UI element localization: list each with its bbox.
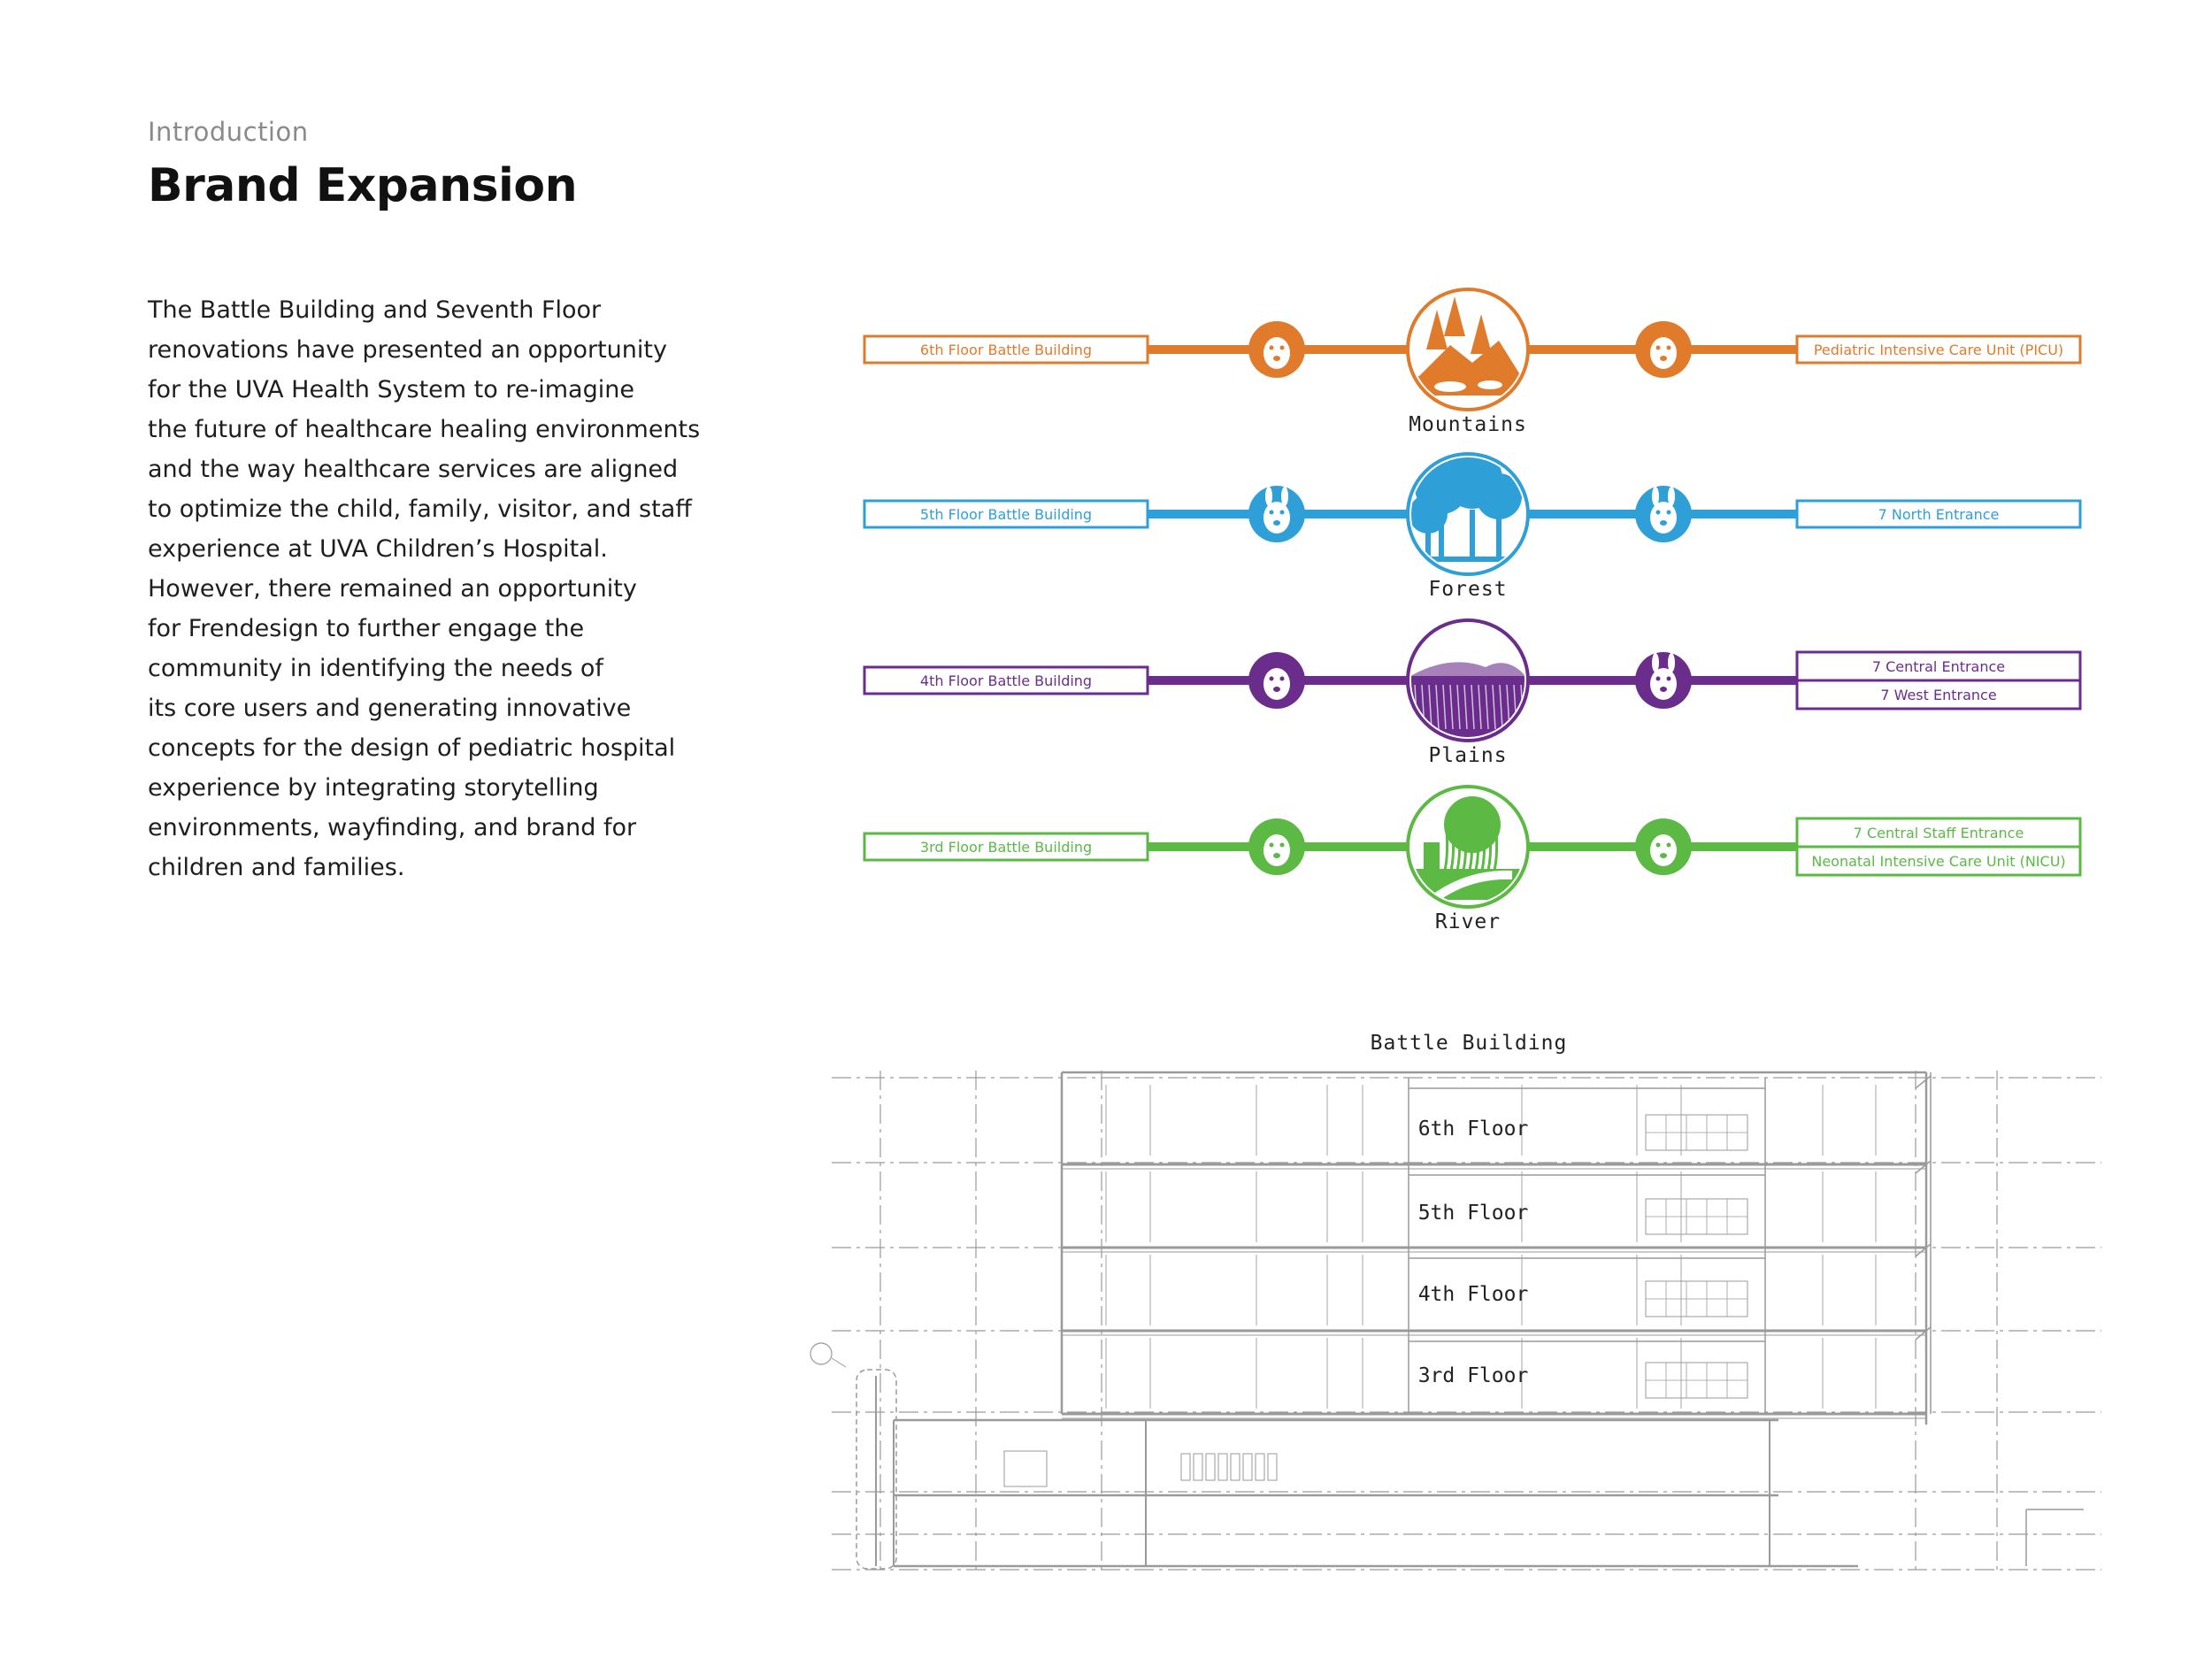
fox-icon [1635, 486, 1692, 542]
theme-row-mountains: 6th Floor Battle Building Pediatric Inten… [863, 288, 2082, 436]
intro-line: However, there remained an opportunity [148, 575, 637, 603]
destination-label: Pediatric Intensive Care Unit (PICU) [1814, 342, 2063, 358]
bird-icon [1248, 652, 1305, 709]
floor-label-6th: 6th Floor [1418, 1118, 1529, 1141]
floor-label: 3rd Floor Battle Building [920, 839, 1092, 856]
forest-landscape-icon [1406, 452, 1530, 576]
intro-line: for Frendesign to further engage the [148, 615, 585, 642]
section-title: Battle Building [1371, 1032, 1568, 1055]
intro-line: The Battle Building and Seventh Floor [148, 296, 602, 324]
section-eyebrow: Introduction [148, 117, 309, 147]
mountain-landscape-icon [1406, 288, 1530, 411]
intro-paragraph: The Battle Building and Seventh Floor re… [148, 290, 701, 887]
floor-label-box [863, 334, 1149, 365]
floor-label-box [863, 665, 1149, 695]
bear-icon [1635, 321, 1692, 378]
destination-box [1795, 679, 2082, 710]
rabbit-icon [1635, 652, 1692, 709]
theme-name: Forest [1428, 578, 1507, 601]
theme-name: River [1435, 910, 1501, 933]
floor-label: 6th Floor Battle Building [920, 342, 1092, 358]
plains-landscape-icon [1406, 618, 1530, 742]
intro-line: for the UVA Health System to re-imagine [148, 376, 634, 403]
intro-line: to optimize the child, family, visitor, … [148, 495, 692, 523]
intro-line: its core users and generating innovative [148, 695, 632, 722]
destination-label: Neonatal Intensive Care Unit (NICU) [1811, 853, 2065, 870]
destination-box [1795, 334, 2082, 365]
floor-label-5th: 5th Floor [1418, 1202, 1529, 1225]
eagle-icon [1248, 321, 1305, 378]
destination-label: 7 West Entrance [1880, 687, 1996, 703]
destination-box [1795, 845, 2082, 877]
intro-line: children and families. [148, 854, 405, 881]
destination-label: 7 Central Entrance [1872, 658, 2005, 675]
floor-label: 4th Floor Battle Building [920, 672, 1092, 689]
page-title: Brand Expansion [148, 159, 578, 212]
intro-line: the future of healthcare healing environ… [148, 416, 701, 443]
deer-icon [1248, 486, 1305, 542]
intro-line: and the way healthcare services are alig… [148, 456, 679, 483]
intro-line: renovations have presented an opportunit… [148, 336, 667, 364]
floor-label-box [863, 499, 1149, 529]
theme-name: Plains [1428, 744, 1507, 767]
destination-box [1795, 499, 2082, 529]
section-linework [810, 1071, 2101, 1571]
river-landscape-icon [1406, 785, 1530, 909]
floor-label-box [863, 832, 1149, 862]
intro-line: concepts for the design of pediatric hos… [148, 734, 676, 762]
floor-label-3rd: 3rd Floor [1418, 1364, 1529, 1387]
floor-label: 5th Floor Battle Building [920, 506, 1092, 523]
theme-row-plains: 4th Floor Battle Building 7 Central Entra… [863, 618, 2082, 767]
otter-icon [1248, 818, 1305, 875]
theme-name: Mountains [1409, 413, 1527, 436]
theme-row-forest: 5th Floor Battle Building 7 North Entranc… [863, 452, 2082, 601]
destination-label: 7 North Entrance [1878, 506, 2000, 523]
intro-line: experience at UVA Children’s Hospital. [148, 535, 608, 563]
intro-line: environments, wayfinding, and brand for [148, 814, 637, 841]
destination-label: 7 Central Staff Entrance [1854, 825, 2024, 841]
floor-label-4th: 4th Floor [1418, 1283, 1529, 1306]
intro-line: community in identifying the needs of [148, 655, 603, 682]
intro-line: experience by integrating storytelling [148, 774, 599, 802]
goose-icon [1635, 818, 1692, 875]
theme-row-river: 3rd Floor Battle Building 7 Central Staff… [863, 785, 2082, 933]
